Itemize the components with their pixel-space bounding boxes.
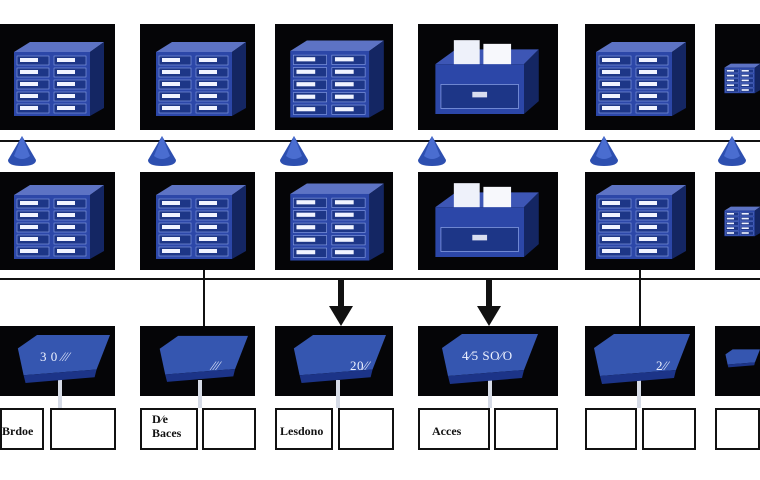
file-box-icon	[428, 34, 548, 122]
filing-cabinet-icon	[284, 34, 388, 122]
filing-cabinet-icon	[722, 178, 760, 264]
filing-cabinet-icon	[8, 34, 108, 122]
down-arrow-icon	[477, 278, 501, 326]
label-box-3b	[338, 408, 394, 450]
sign-board	[588, 330, 692, 391]
filing-cabinet-icon	[284, 178, 388, 264]
label-text-4: Acces	[432, 424, 462, 438]
label-box-4b	[494, 408, 558, 450]
label-box-2a	[140, 408, 198, 450]
filing-cabinet-icon	[590, 34, 690, 122]
sign-board	[156, 330, 248, 391]
connector-5	[639, 270, 641, 326]
sign-board	[290, 330, 386, 391]
label-box-4a	[418, 408, 490, 450]
label-box-2b	[202, 408, 256, 450]
sign-board	[434, 330, 542, 391]
label-box-6a	[715, 408, 760, 450]
sign-board	[724, 330, 760, 391]
label-box-5b	[642, 408, 696, 450]
pouch-icon	[144, 134, 180, 173]
post-3	[336, 380, 340, 408]
middle-divider-line	[0, 278, 760, 280]
pouch-icon	[276, 134, 312, 173]
filing-cabinet-icon	[8, 178, 108, 264]
post-1	[58, 380, 62, 408]
pouch-icon	[4, 134, 40, 173]
post-4	[488, 380, 492, 408]
label-box-1a	[0, 408, 44, 450]
sign-text-5: 2⁄⁄	[656, 358, 669, 373]
label-box-5a	[585, 408, 637, 450]
label-text-1: Brdoe	[2, 424, 34, 438]
sign-board	[14, 330, 111, 391]
filing-cabinet-icon	[590, 178, 690, 264]
post-5	[637, 380, 641, 408]
filing-cabinet-icon	[150, 178, 250, 264]
top-divider-line	[0, 140, 760, 142]
label-box-1b	[50, 408, 116, 450]
label-text-2: D⁄e Baces	[152, 412, 182, 440]
pouch-icon	[586, 134, 622, 173]
sign-text-2: ⁄⁄⁄	[212, 358, 221, 373]
filing-cabinet-icon	[150, 34, 250, 122]
label-text-3: Lesdono	[280, 424, 324, 438]
filing-cabinet-icon	[722, 34, 760, 122]
pouch-icon	[414, 134, 450, 173]
down-arrow-icon	[329, 278, 353, 326]
sign-text-1: 3 0 ⁄⁄⁄	[40, 349, 70, 364]
label-box-3a	[275, 408, 333, 450]
file-box-icon	[428, 178, 548, 264]
connector-2	[203, 270, 205, 326]
post-2	[198, 380, 202, 408]
sign-text-4: 4⁄5 SO⁄O	[462, 348, 513, 363]
sign-text-3: 20⁄⁄	[350, 358, 370, 373]
pouch-icon	[714, 134, 750, 173]
